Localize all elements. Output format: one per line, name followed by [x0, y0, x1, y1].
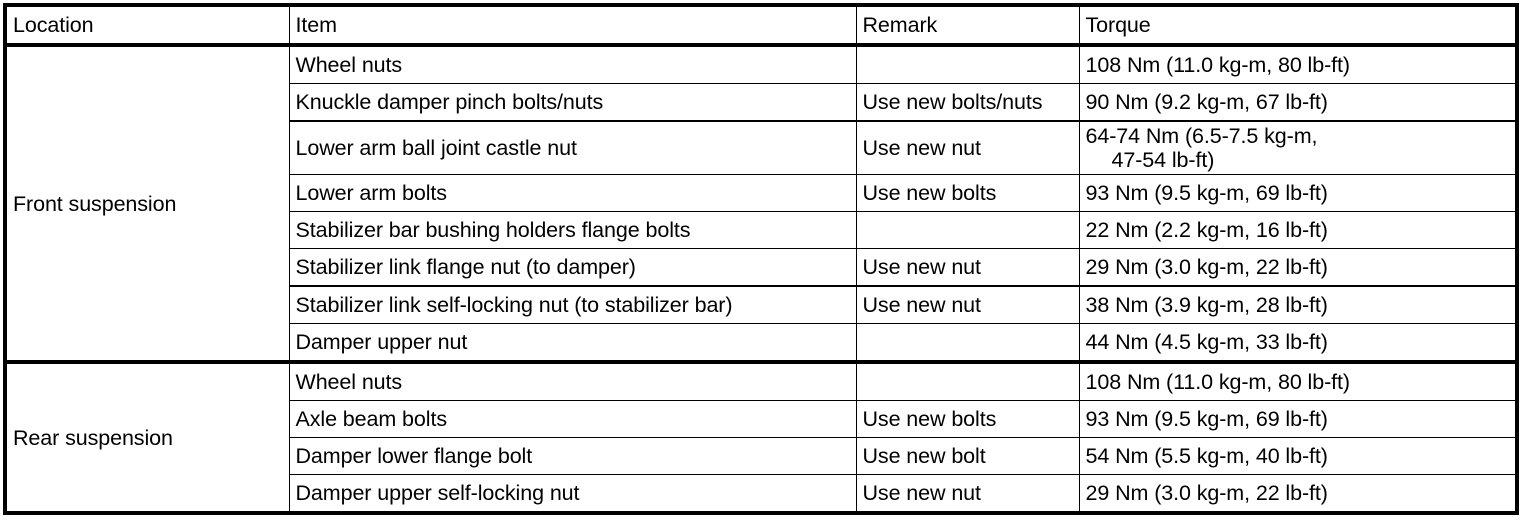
cell-item: Damper upper nut — [288, 323, 857, 363]
cell-torque: 90 Nm (9.2 kg-m, 67 lb-ft) — [1078, 83, 1518, 122]
torque-specifications-table-container: Location Item Remark Torque Front suspen… — [0, 3, 1520, 525]
cell-item: Lower arm ball joint castle nut — [288, 120, 857, 176]
cell-torque: 93 Nm (9.5 kg-m, 69 lb-ft) — [1078, 174, 1518, 213]
cell-item: Wheel nuts — [288, 360, 857, 402]
table-row: Axle beam bolts Use new bolts 93 Nm (9.5… — [5, 400, 1518, 439]
torque-line-1: 64-74 Nm (6.5-7.5 kg-m, — [1085, 124, 1318, 148]
column-header-remark: Remark — [855, 4, 1080, 47]
cell-item: Axle beam bolts — [288, 400, 857, 439]
cell-torque: 64-74 Nm (6.5-7.5 kg-m, 47-54 lb-ft) — [1078, 120, 1518, 176]
cell-remark: Use new bolt — [855, 437, 1080, 476]
group-label-front-suspension: Front suspension — [4, 44, 290, 363]
cell-torque: 108 Nm (11.0 kg-m, 80 lb-ft) — [1078, 44, 1518, 84]
table-row: Rear suspension Wheel nuts 108 Nm (11.0 … — [4, 360, 1518, 514]
cell-remark: Use new nut — [855, 285, 1080, 325]
torque-specifications-table: Location Item Remark Torque Front suspen… — [3, 3, 1519, 516]
table-row: Stabilizer link flange nut (to damper) U… — [5, 248, 1518, 288]
torque-line-2: 47-54 lb-ft) — [1111, 148, 1215, 173]
table-row: Damper upper self-locking nut Use new nu… — [5, 474, 1518, 514]
cell-remark: Use new bolts/nuts — [855, 83, 1080, 122]
cell-item: Damper upper self-locking nut — [288, 474, 857, 514]
cell-item: Wheel nuts — [288, 44, 857, 84]
table-row: Front suspension Wheel nuts 108 Nm (11.0… — [4, 44, 1518, 363]
cell-remark: Use new nut — [855, 474, 1080, 514]
table-row: Stabilizer link self-locking nut (to sta… — [5, 285, 1518, 325]
cell-remark — [855, 323, 1080, 363]
cell-torque: 38 Nm (3.9 kg-m, 28 lb-ft) — [1078, 285, 1518, 325]
cell-torque: 108 Nm (11.0 kg-m, 80 lb-ft) — [1078, 360, 1518, 402]
cell-remark: Use new nut — [855, 248, 1080, 288]
cell-item: Knuckle damper pinch bolts/nuts — [288, 83, 857, 122]
cell-remark — [855, 360, 1080, 402]
table-row: Lower arm bolts Use new bolts 93 Nm (9.5… — [5, 174, 1518, 213]
cell-torque: 22 Nm (2.2 kg-m, 16 lb-ft) — [1078, 211, 1518, 250]
cell-remark: Use new bolts — [855, 174, 1080, 213]
cell-item: Stabilizer link flange nut (to damper) — [288, 248, 857, 288]
group-label-rear-suspension: Rear suspension — [4, 360, 290, 514]
table-row: Damper upper nut 44 Nm (4.5 kg-m, 33 lb-… — [5, 323, 1518, 363]
table-row: Damper lower flange bolt Use new bolt 54… — [5, 437, 1518, 476]
cell-torque: 29 Nm (3.0 kg-m, 22 lb-ft) — [1078, 474, 1518, 514]
cell-remark — [855, 44, 1080, 84]
cell-item: Stabilizer bar bushing holders flange bo… — [288, 211, 857, 250]
table-header-row: Location Item Remark Torque — [4, 4, 1518, 47]
column-header-location: Location — [4, 4, 290, 47]
cell-torque: 44 Nm (4.5 kg-m, 33 lb-ft) — [1078, 323, 1518, 363]
table-header: Location Item Remark Torque — [4, 4, 1518, 47]
table-row: Lower arm ball joint castle nut Use new … — [5, 120, 1518, 176]
cell-remark — [855, 211, 1080, 250]
column-header-torque: Torque — [1078, 4, 1518, 47]
table-body: Front suspension Wheel nuts 108 Nm (11.0… — [4, 44, 1518, 514]
table-row: Knuckle damper pinch bolts/nuts Use new … — [5, 83, 1518, 122]
cell-torque: 29 Nm (3.0 kg-m, 22 lb-ft) — [1078, 248, 1518, 288]
cell-item: Lower arm bolts — [288, 174, 857, 213]
column-header-item: Item — [288, 4, 857, 47]
cell-remark: Use new bolts — [855, 400, 1080, 439]
table-row: Stabilizer bar bushing holders flange bo… — [5, 211, 1518, 250]
cell-torque: 93 Nm (9.5 kg-m, 69 lb-ft) — [1078, 400, 1518, 439]
cell-item: Stabilizer link self-locking nut (to sta… — [288, 285, 857, 325]
cell-torque: 54 Nm (5.5 kg-m, 40 lb-ft) — [1078, 437, 1518, 476]
cell-remark: Use new nut — [855, 120, 1080, 176]
cell-item: Damper lower flange bolt — [288, 437, 857, 476]
